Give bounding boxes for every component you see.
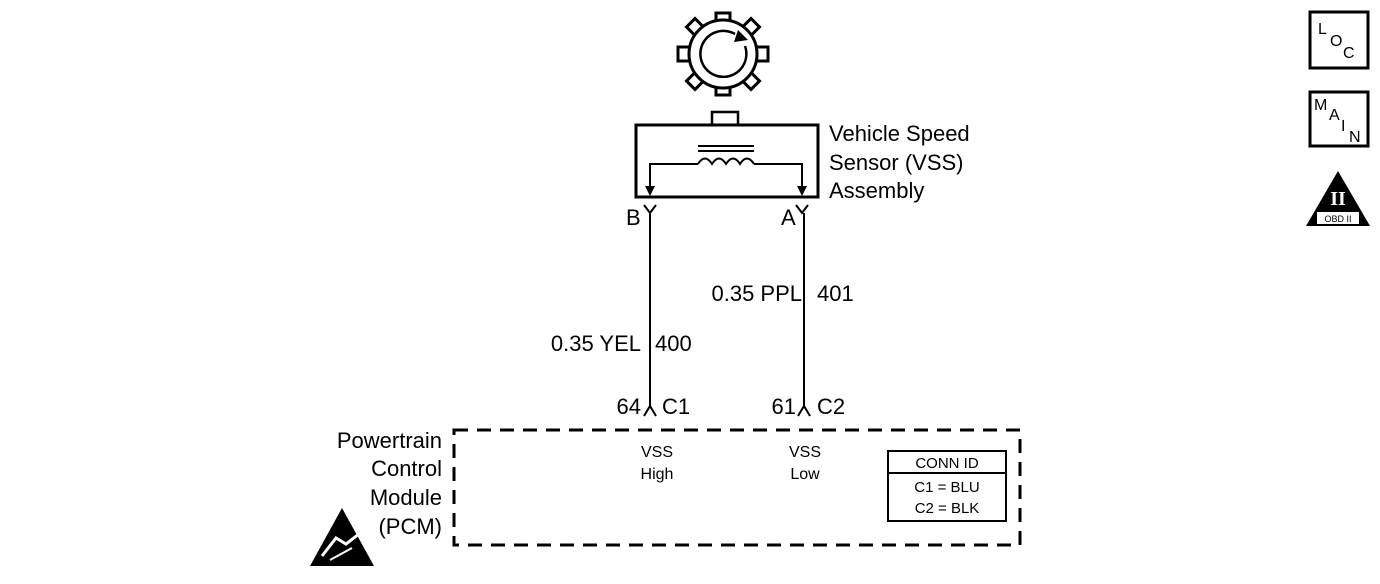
- conn-id-header: CONN ID: [915, 455, 979, 472]
- pcm-box: [452, 428, 1022, 547]
- obd-numeral: II: [1330, 188, 1346, 210]
- obd-ii-nav-button[interactable]: II OBD II: [1306, 171, 1370, 226]
- conn-id-row-1: C1 = BLU: [914, 479, 979, 496]
- vss-high-label-1: VSS: [641, 444, 673, 461]
- pcm-title-line-3: Module: [370, 485, 442, 510]
- conn-id-table: CONN ID C1 = BLU C2 = BLK: [887, 450, 1007, 522]
- vss-low-label-1: VSS: [789, 444, 821, 461]
- esd-warning-icon: [310, 508, 374, 566]
- terminal-b-connector: [643, 204, 657, 215]
- sensor-title-line-2: Sensor (VSS): [829, 150, 964, 175]
- loc-nav-button[interactable]: L O C: [1308, 10, 1370, 70]
- pcm-pin-low: 61: [772, 394, 796, 419]
- pcm-title-line-4: (PCM): [378, 514, 442, 539]
- arrow-b-icon: [645, 186, 655, 196]
- terminal-a-connector: [795, 204, 809, 215]
- coil-icon: [649, 145, 803, 190]
- arrow-a-icon: [797, 186, 807, 196]
- main-letter-4: N: [1349, 129, 1361, 146]
- pcm-conn-low: C2: [817, 394, 845, 419]
- pcm-title-line-1: Powertrain: [337, 428, 442, 453]
- loc-letter-3: C: [1343, 45, 1355, 62]
- vss-low-label-2: Low: [790, 466, 820, 483]
- wire-low-circuit: 401: [817, 281, 854, 306]
- terminal-a-label: A: [781, 205, 796, 230]
- pcm-title-line-2: Control: [371, 456, 442, 481]
- pcm-pin-high: 64: [617, 394, 641, 419]
- conn-id-row-2: C2 = BLK: [915, 500, 980, 517]
- main-letter-3: I: [1341, 118, 1345, 135]
- wire-low-gauge-color: 0.35 PPL: [711, 281, 802, 306]
- pcm-conn-high: C1: [662, 394, 690, 419]
- wire-high-gauge-color: 0.35 YEL: [551, 331, 641, 356]
- sensor-title-line-1: Vehicle Speed: [829, 121, 970, 146]
- pcm-c1-connector: [643, 404, 657, 417]
- loc-letter-1: L: [1318, 21, 1327, 38]
- obd-label: OBD II: [1324, 214, 1351, 224]
- terminal-b-label: B: [626, 205, 641, 230]
- vss-high-label-2: High: [641, 466, 674, 483]
- main-letter-1: M: [1314, 97, 1327, 114]
- loc-letter-2: O: [1330, 33, 1342, 50]
- wire-high-circuit: 400: [655, 331, 692, 356]
- sensor-title-line-3: Assembly: [829, 178, 924, 203]
- main-letter-2: A: [1329, 107, 1340, 124]
- pcm-c2-connector: [797, 404, 811, 417]
- reluctor-gear-icon: [676, 11, 770, 97]
- main-nav-button[interactable]: M A I N: [1308, 90, 1370, 148]
